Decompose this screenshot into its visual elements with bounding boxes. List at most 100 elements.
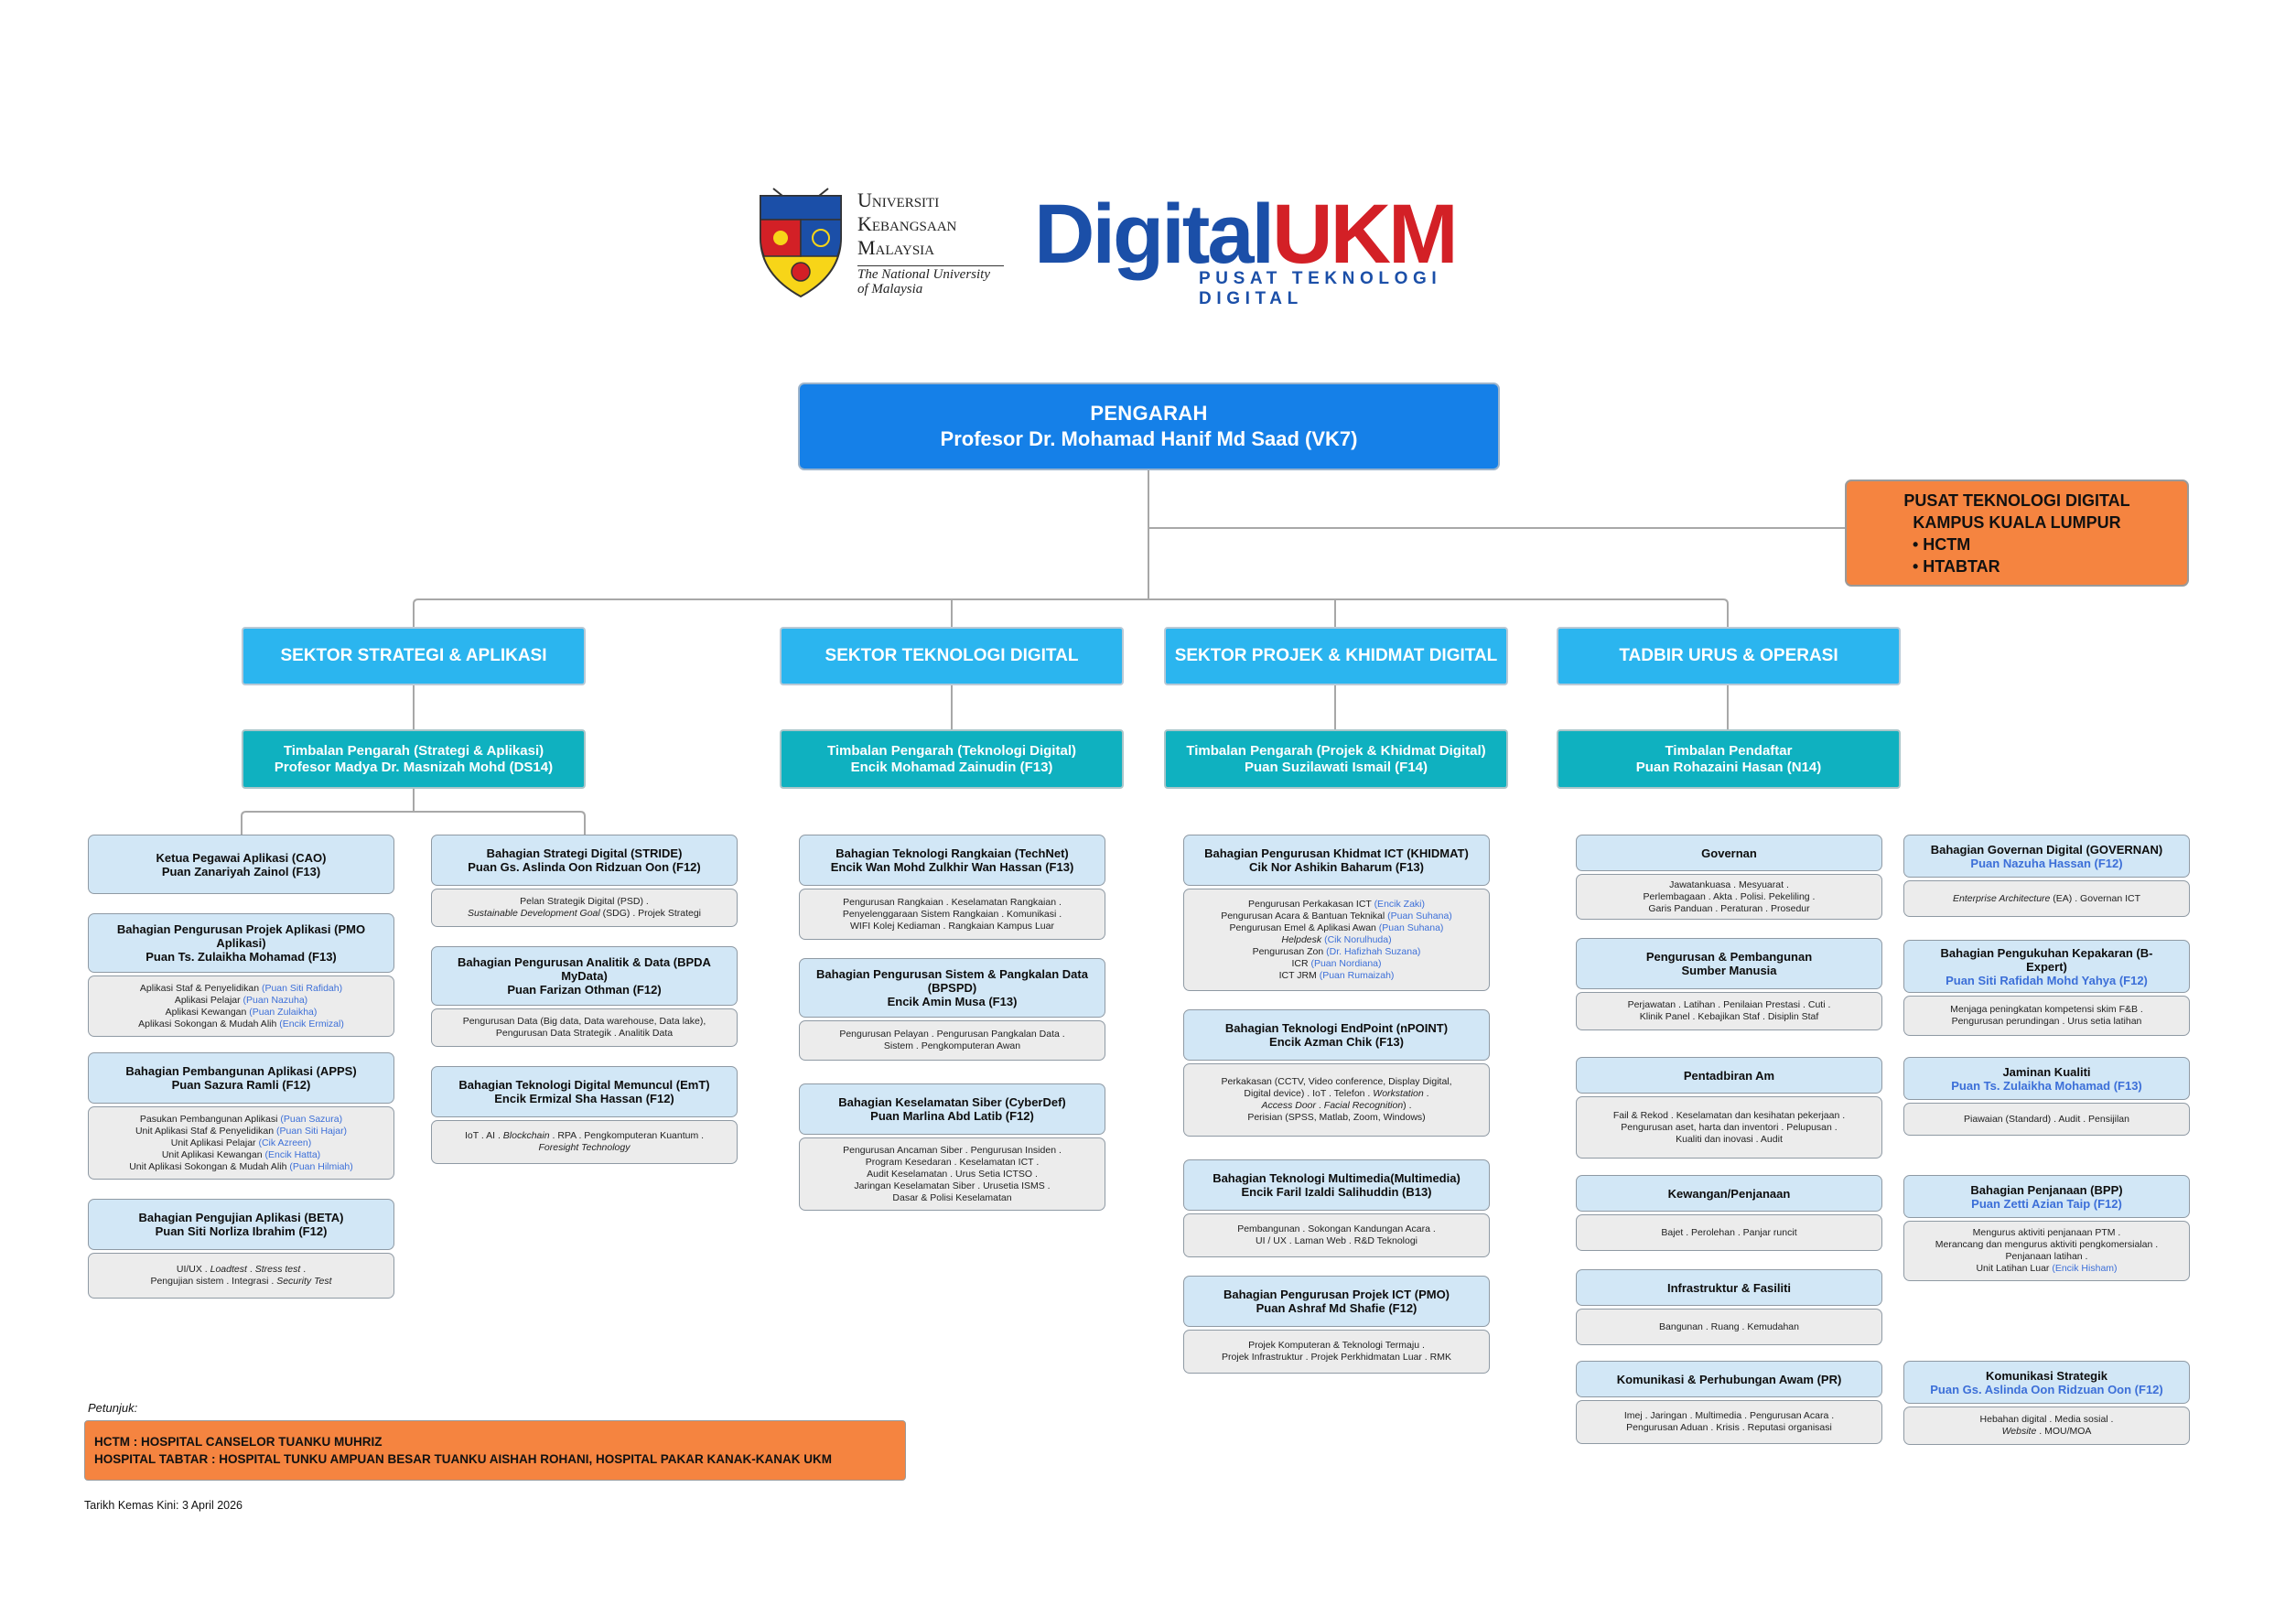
ukm-name-line2: Kebangsaan [857, 212, 957, 235]
body-text: Pasukan Pembangunan Aplikasi [139, 1113, 281, 1125]
unit-technet: Bahagian Teknologi Rangkaian (TechNet) E… [799, 835, 1105, 940]
ukm-name-line3: Malaysia [857, 236, 935, 259]
unit-title: Governan [1701, 846, 1757, 860]
unit-body: Piawaian (Standard) . Audit . Pensijilan [1903, 1103, 2190, 1136]
unit-head-name: Puan Gs. Aslinda Oon Ridzuan Oon (F12) [468, 860, 701, 874]
logo-ukm-text: UKM [1272, 188, 1459, 281]
unit-emt: Bahagian Teknologi Digital Memuncul (EmT… [431, 1066, 738, 1164]
unit-head-name: Puan Farizan Othman (F12) [507, 983, 662, 997]
unit-komunikasi-strategik: Komunikasi Strategik Puan Gs. Aslinda Oo… [1903, 1361, 2190, 1445]
pengarah-name: Profesor Dr. Mohamad Hanif Md Saad (VK7) [940, 427, 1358, 450]
body-text: Aplikasi Pelajar [174, 994, 243, 1006]
body-text: Aplikasi Sokongan & Mudah Alih [138, 1018, 280, 1029]
unit-head-name: Puan Zanariyah Zainol (F13) [161, 864, 321, 878]
kl-campus-box: PUSAT TEKNOLOGI DIGITAL KAMPUS KUALA LUM… [1845, 480, 2189, 587]
timbalan-title: Timbalan Pendaftar [1665, 742, 1793, 759]
unit-jaminan-kualiti: Jaminan Kualiti Puan Ts. Zulaikha Mohama… [1903, 1057, 2190, 1136]
unit-bexpert: Bahagian Pengukuhan Kepakaran (B-Expert)… [1903, 940, 2190, 1036]
unit-bpda: Bahagian Pengurusan Analitik & Data (BPD… [431, 946, 738, 1047]
sektor-tadbir: TADBIR URUS & OPERASI [1557, 627, 1901, 685]
unit-title: Pentadbiran Am [1683, 1068, 1775, 1083]
unit-head-name: Encik Wan Mohd Zulkhir Wan Hassan (F13) [830, 860, 1074, 874]
unit-head-name: Encik Azman Chik (F13) [1269, 1035, 1404, 1049]
body-person: (Encik Hatta) [264, 1148, 321, 1160]
timbalan-strategi: Timbalan Pengarah (Strategi & Aplikasi) … [242, 729, 586, 789]
timbalan-title: Timbalan Pengarah (Projek & Khidmat Digi… [1186, 742, 1486, 759]
legend-line-htabtar: HOSPITAL TABTAR : HOSPITAL TUNKU AMPUAN … [94, 1452, 832, 1466]
timbalan-title: Timbalan Pengarah (Strategi & Aplikasi) [283, 742, 544, 759]
unit-body: Pembangunan . Sokongan Kandungan Acara .… [1183, 1213, 1490, 1257]
unit-title: Bahagian Penjanaan (BPP) [1970, 1182, 2123, 1197]
legend-line-hctm: HCTM : HOSPITAL CANSELOR TUANKU MUHRIZ [94, 1435, 383, 1449]
unit-title: Bahagian Teknologi Digital Memuncul (EmT… [458, 1078, 710, 1092]
unit-head-name: Puan Siti Rafidah Mohd Yahya (F12) [1946, 973, 2148, 987]
body-text: Aplikasi Staf & Penyelidikan [139, 982, 262, 994]
unit-head-name: Puan Gs. Aslinda Oon Ridzuan Oon (F12) [1930, 1382, 2163, 1396]
kl-item-hctm: • HCTM [1913, 534, 1971, 554]
pengarah-title: PENGARAH [1090, 402, 1208, 425]
legend-label: Petunjuk: [88, 1401, 138, 1415]
unit-title: Bahagian Strategi Digital (STRIDE) [486, 846, 683, 860]
body-person: (Encik Ermizal) [279, 1018, 344, 1029]
unit-npoint: Bahagian Teknologi EndPoint (nPOINT) Enc… [1183, 1009, 1490, 1137]
timbalan-name: Puan Rohazaini Hasan (N14) [1635, 759, 1822, 775]
pengarah-box: PENGARAH Profesor Dr. Mohamad Hanif Md S… [798, 383, 1500, 470]
unit-title: Bahagian Teknologi Rangkaian (TechNet) [835, 846, 1069, 860]
unit-title: Jaminan Kualiti [2002, 1064, 2091, 1079]
unit-cao: Ketua Pegawai Aplikasi (CAO) Puan Zanari… [88, 835, 394, 894]
unit-title: Bahagian Pembangunan Aplikasi (APPS) [125, 1064, 357, 1078]
unit-head-name: Puan Ashraf Md Shafie (F12) [1256, 1301, 1417, 1315]
body-person: (Puan Sazura) [280, 1113, 343, 1125]
unit-title: Bahagian Pengurusan Analitik & Data (BPD… [458, 955, 711, 983]
unit-body: Perkakasan (CCTV, Video conference, Disp… [1183, 1063, 1490, 1137]
unit-body: Enterprise Architecture (EA) . Governan … [1903, 880, 2190, 917]
unit-head-name: Cik Nor Ashikin Baharum (F13) [1249, 860, 1424, 874]
unit-title: Bahagian Keselamatan Siber (CyberDef) [838, 1095, 1066, 1109]
unit-head-name: Puan Ts. Zulaikha Mohamad (F13) [1951, 1078, 2142, 1093]
unit-body: UI/UX . Loadtest . Stress test . Penguji… [88, 1253, 394, 1299]
body-person: (Puan Siti Rafidah) [261, 982, 343, 994]
unit-title: Kewangan/Penjanaan [1667, 1186, 1791, 1201]
unit-body: Projek Komputeran & Teknologi Termaju . … [1183, 1330, 1490, 1374]
body-person: (Puan Zulaikha) [249, 1006, 318, 1018]
unit-head-name: Puan Ts. Zulaikha Mohamad (F13) [146, 950, 337, 964]
body-person: (Cik Azreen) [258, 1137, 312, 1148]
body-text: Unit Aplikasi Sokongan & Mudah Alih [129, 1160, 290, 1172]
unit-head-name: Puan Sazura Ramli (F12) [171, 1078, 311, 1092]
timbalan-projek: Timbalan Pengarah (Projek & Khidmat Digi… [1164, 729, 1508, 789]
unit-body: Mengurus aktiviti penjanaan PTM . Meranc… [1903, 1221, 2190, 1281]
unit-title: Komunikasi Strategik [1986, 1368, 2107, 1383]
body-text: Aplikasi Kewangan [165, 1006, 250, 1018]
unit-khidmat: Bahagian Pengurusan Khidmat ICT (KHIDMAT… [1183, 835, 1490, 991]
unit-title: Bahagian Teknologi Multimedia(Multimedia… [1213, 1171, 1461, 1185]
unit-governan: Governan Jawatankuasa . Mesyuarat . Perl… [1576, 835, 1882, 920]
update-date: Tarikh Kemas Kini: 3 April 2026 [84, 1499, 243, 1512]
unit-head-name: Puan Nazuha Hassan (F12) [1970, 856, 2123, 870]
logo-subtitle: PUSAT TEKNOLOGI DIGITAL [1199, 269, 1442, 308]
unit-title: Bahagian Pengujian Aplikasi (BETA) [138, 1211, 344, 1224]
unit-body: Bajet . Perolehan . Panjar runcit [1576, 1214, 1882, 1251]
unit-title: Bahagian Pengurusan Khidmat ICT (KHIDMAT… [1204, 846, 1469, 860]
sektor-strategi: SEKTOR STRATEGI & APLIKASI [242, 627, 586, 685]
kl-item-htabtar: • HTABTAR [1913, 556, 2000, 576]
unit-cyberdef: Bahagian Keselamatan Siber (CyberDef) Pu… [799, 1083, 1105, 1211]
unit-body: Menjaga peningkatan kompetensi skim F&B … [1903, 996, 2190, 1036]
ukm-name-line1: Universiti [857, 189, 940, 211]
unit-title: Bahagian Pengurusan Projek Aplikasi (PMO… [116, 922, 366, 950]
unit-body: Perjawatan . Latihan . Penilaian Prestas… [1576, 992, 1882, 1030]
unit-head-name: Encik Amin Musa (F13) [887, 995, 1018, 1008]
timbalan-title: Timbalan Pengarah (Teknologi Digital) [827, 742, 1076, 759]
unit-pmo-aplikasi: Bahagian Pengurusan Projek Aplikasi (PMO… [88, 913, 394, 1037]
timbalan-name: Encik Mohamad Zainudin (F13) [850, 759, 1053, 775]
unit-head-name: Encik Ermizal Sha Hassan (F12) [494, 1092, 674, 1105]
unit-body: Pengurusan Perkakasan ICT (Encik Zaki) P… [1183, 889, 1490, 991]
unit-infrastruktur: Infrastruktur & Fasiliti Bangunan . Ruan… [1576, 1269, 1882, 1345]
unit-governan-digital: Bahagian Governan Digital (GOVERNAN) Pua… [1903, 835, 2190, 917]
unit-body: Bangunan . Ruang . Kemudahan [1576, 1309, 1882, 1345]
ukm-crest-icon [760, 188, 842, 298]
unit-pmo-ict: Bahagian Pengurusan Projek ICT (PMO) Pua… [1183, 1276, 1490, 1374]
body-person: (Puan Siti Hajar) [276, 1125, 348, 1137]
unit-apps: Bahagian Pembangunan Aplikasi (APPS) Pua… [88, 1052, 394, 1180]
unit-komunikasi-pr: Komunikasi & Perhubungan Awam (PR) Imej … [1576, 1361, 1882, 1444]
unit-body: IoT . AI . Blockchain . RPA . Pengkomput… [431, 1120, 738, 1164]
